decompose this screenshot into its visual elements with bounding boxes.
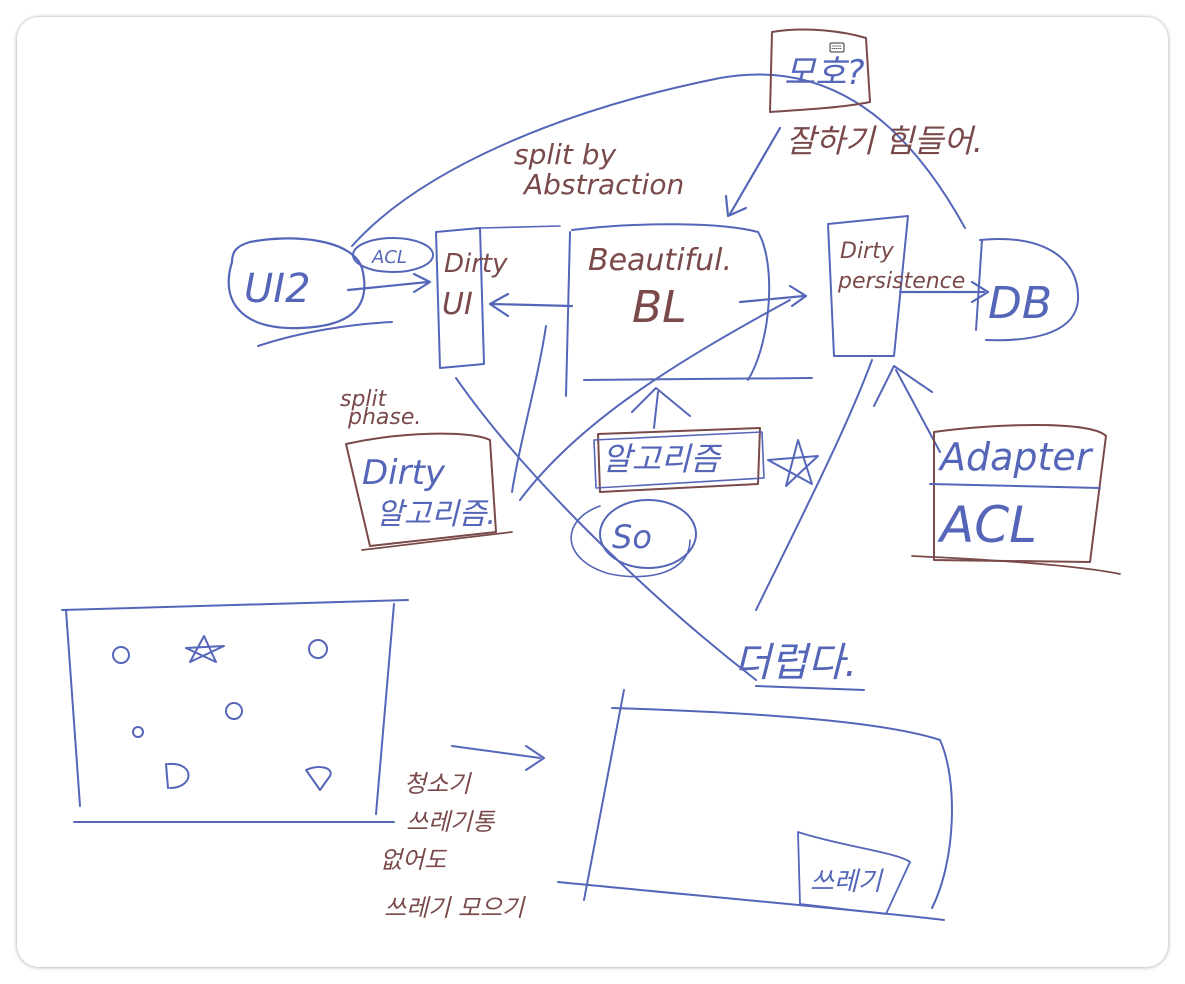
acl-badge-label: ACL bbox=[371, 247, 407, 268]
split-phase-line2: phase. bbox=[347, 405, 421, 430]
acl-badge: ACL bbox=[352, 237, 434, 273]
ui2-node: UI2 bbox=[227, 237, 393, 347]
so-label: So bbox=[612, 518, 652, 556]
dot-item bbox=[165, 762, 190, 789]
cleaner-line4: 쓰레기 모으기 bbox=[384, 894, 526, 922]
beautiful-bl-node: Beautiful. BL bbox=[565, 223, 813, 397]
dirty-persistence-line2: persistence bbox=[837, 269, 965, 294]
dot-item bbox=[112, 646, 130, 664]
collection-box: 쓰레기 bbox=[557, 689, 953, 921]
top-question-node: 모호? bbox=[769, 28, 871, 113]
dots-box bbox=[61, 599, 409, 823]
whiteboard-canvas bbox=[17, 17, 1168, 967]
dirty-ui-line2: UI bbox=[442, 287, 473, 322]
dot-item bbox=[132, 726, 144, 738]
split-phase-line1: split bbox=[340, 387, 388, 412]
split-by-line2: Abstraction bbox=[522, 168, 684, 201]
dot-item bbox=[185, 635, 225, 663]
center-note: 더럽다. bbox=[734, 640, 857, 686]
cleaner-line2: 쓰레기통 bbox=[406, 808, 496, 836]
dirty-persistence-node: Dirty persistence bbox=[827, 215, 965, 357]
cleaner-line1: 청소기 bbox=[404, 770, 472, 798]
acl-label: ACL bbox=[937, 496, 1037, 554]
dot-item bbox=[225, 702, 243, 720]
adapter-acl-node: Adapter ACL bbox=[911, 424, 1121, 575]
beautiful-line2: BL bbox=[632, 282, 687, 333]
db-label: DB bbox=[988, 278, 1052, 329]
algorithm-label: 알고리즘 bbox=[602, 440, 722, 478]
db-node: DB bbox=[975, 238, 1080, 342]
dirty-algorithm-line2: 알고리즘. bbox=[376, 497, 496, 532]
so-node: So bbox=[570, 499, 697, 578]
top-korean: 모호? bbox=[784, 53, 865, 93]
keyboard-icon[interactable] bbox=[829, 42, 845, 53]
bin-label: 쓰레기 bbox=[810, 867, 884, 897]
dirty-persistence-line1: Dirty bbox=[840, 239, 895, 264]
ui2-label: UI2 bbox=[244, 266, 311, 312]
dirty-algorithm-line1: Dirty bbox=[362, 453, 446, 493]
arc-acl-to-db bbox=[351, 73, 966, 247]
cleaner-line3: 없어도 bbox=[380, 846, 447, 874]
dot-item bbox=[308, 639, 328, 659]
split-by-line1: split by bbox=[514, 138, 617, 171]
dirty-algorithm-node: Dirty 알고리즘. bbox=[345, 432, 513, 551]
adapter-label: Adapter bbox=[937, 435, 1094, 479]
beautiful-line1: Beautiful. bbox=[588, 243, 732, 278]
star-icon bbox=[767, 439, 819, 487]
top-note: 잘하기 힘들어. bbox=[786, 122, 983, 160]
dot-item bbox=[305, 766, 332, 791]
dirty-ui-line1: Dirty bbox=[444, 249, 508, 279]
algorithm-node: 알고리즘 bbox=[593, 427, 765, 493]
dirty-ui-node: Dirty UI bbox=[435, 225, 561, 369]
